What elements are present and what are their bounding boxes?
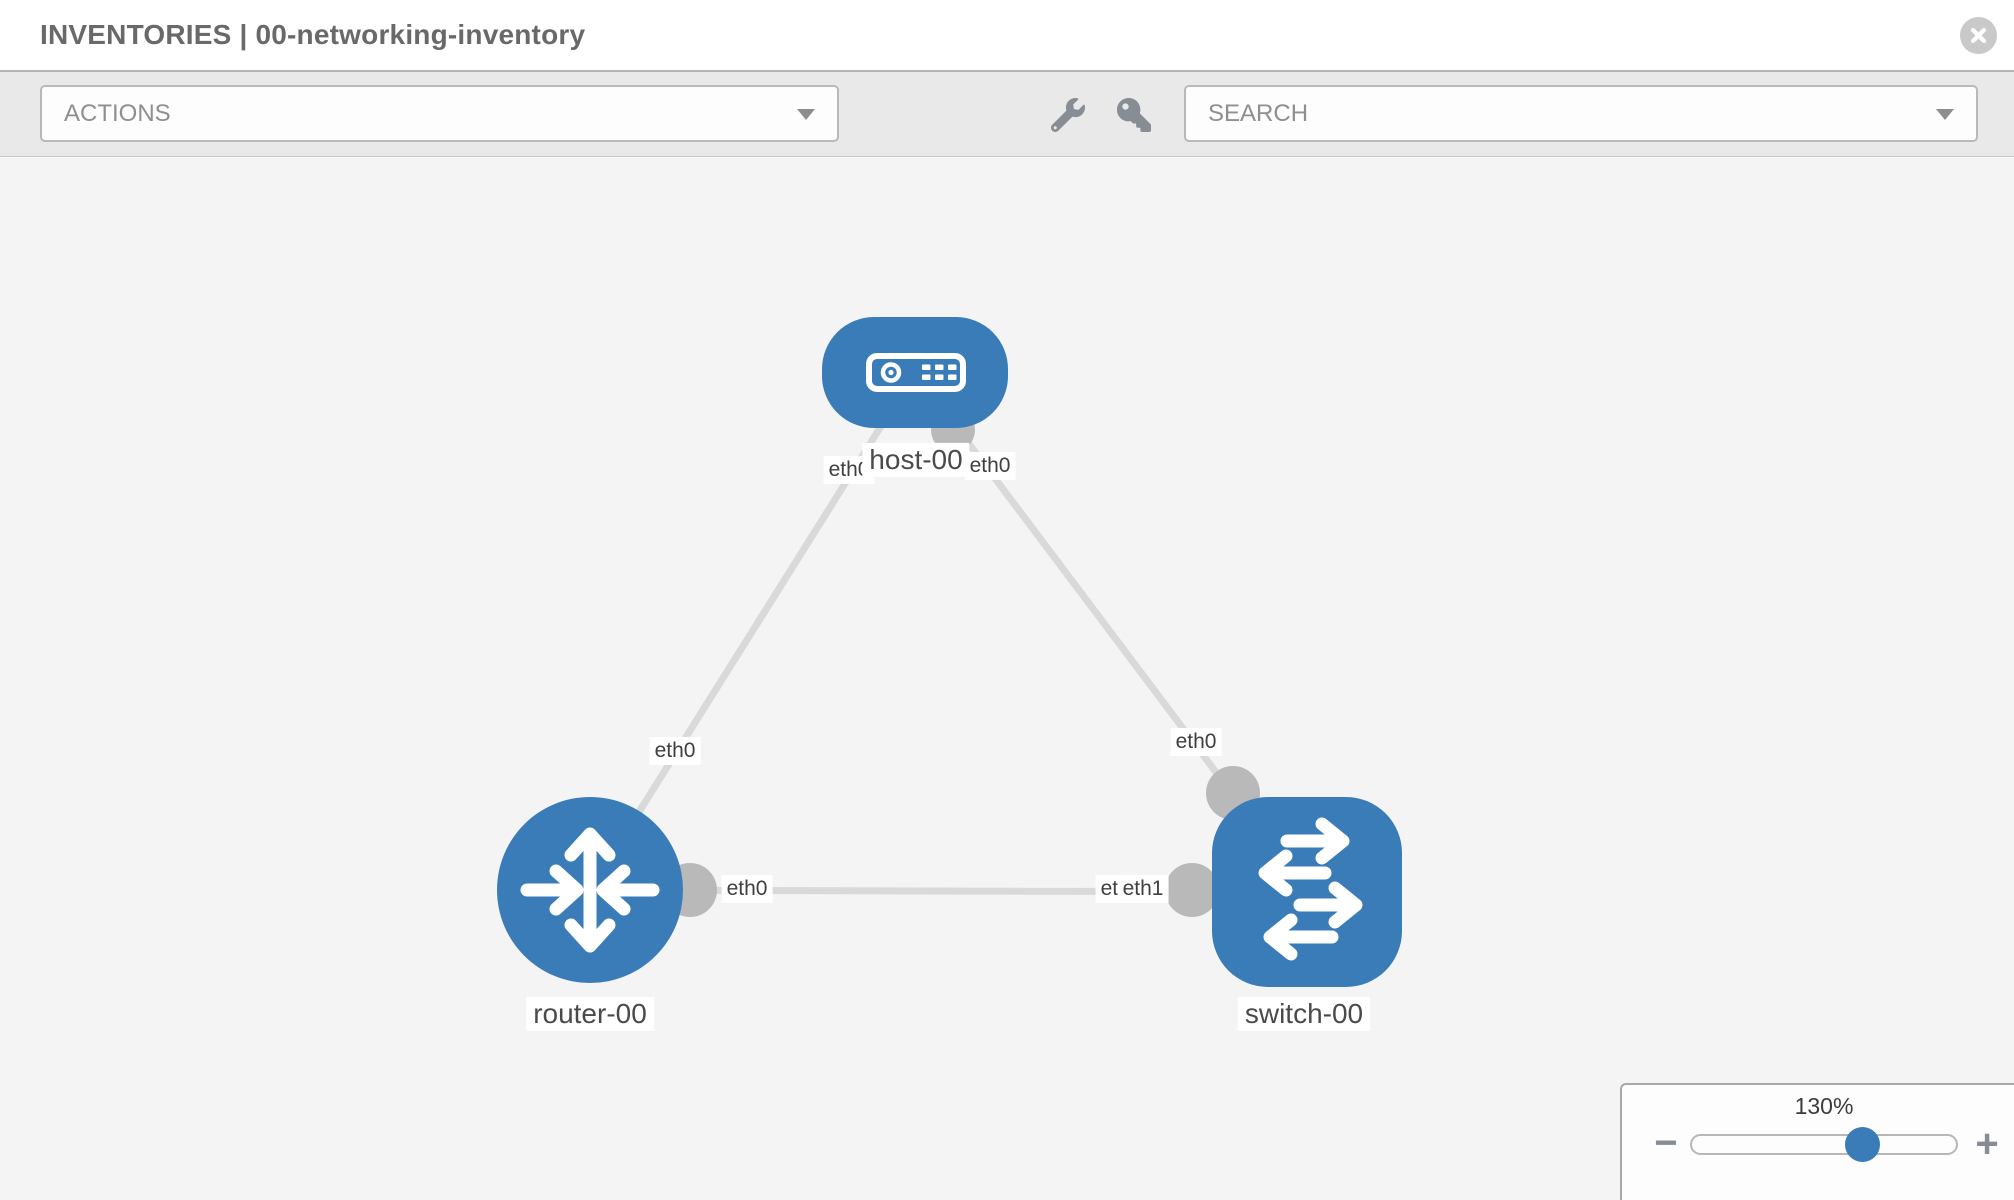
chevron-down-icon xyxy=(797,108,815,120)
search-dropdown-label: SEARCH xyxy=(1208,99,1309,127)
host-node-shape xyxy=(822,317,1008,428)
actions-dropdown-label: ACTIONS xyxy=(64,99,171,127)
node-router-00[interactable] xyxy=(497,797,683,983)
chevron-down-icon xyxy=(1936,108,1954,120)
zoom-out-button[interactable]: − xyxy=(1644,1121,1688,1165)
interface-label: eth0 xyxy=(964,451,1016,481)
server-icon xyxy=(866,353,966,392)
interface-label: eth0 xyxy=(649,736,701,766)
node-host-00[interactable] xyxy=(822,317,1008,428)
close-icon xyxy=(1970,27,1987,44)
interface-label: eth0 xyxy=(721,874,773,904)
search-dropdown[interactable]: SEARCH xyxy=(1184,85,1978,142)
zoom-in-button[interactable]: + xyxy=(1965,1122,2009,1166)
topology-canvas: eth0 host-00 eth0 eth0 eth0 eth0 eth0 et… xyxy=(0,158,2014,1200)
credentials-button[interactable] xyxy=(1114,96,1154,136)
zoom-slider-thumb[interactable] xyxy=(1845,1127,1880,1162)
zoom-control-panel: 130% − + xyxy=(1620,1083,2014,1200)
interface-label: eth1 xyxy=(1117,874,1169,904)
key-icon xyxy=(1117,98,1151,132)
toolbar: ACTIONS SEARCH xyxy=(0,72,2014,157)
interface-dot-switch-eth1[interactable] xyxy=(1165,863,1219,917)
zoom-level-label: 130% xyxy=(1794,1093,1854,1119)
wrench-icon xyxy=(1050,98,1085,133)
node-label-router-00: router-00 xyxy=(526,996,654,1032)
interface-label: eth0 xyxy=(1170,727,1222,757)
node-label-host-00: host-00 xyxy=(862,442,970,478)
node-switch-00[interactable] xyxy=(1212,797,1402,987)
close-button[interactable] xyxy=(1960,17,1997,54)
switch-icon xyxy=(1258,817,1363,961)
page-title: INVENTORIES | 00-networking-inventory xyxy=(40,19,586,50)
node-label-switch-00: switch-00 xyxy=(1237,996,1371,1032)
router-icon xyxy=(520,827,660,953)
actions-dropdown[interactable]: ACTIONS xyxy=(40,85,839,142)
switch-node-shape xyxy=(1212,797,1402,987)
tools-button[interactable] xyxy=(1048,96,1088,136)
zoom-slider[interactable] xyxy=(1690,1127,1958,1162)
header-bar: INVENTORIES | 00-networking-inventory xyxy=(0,0,2014,72)
